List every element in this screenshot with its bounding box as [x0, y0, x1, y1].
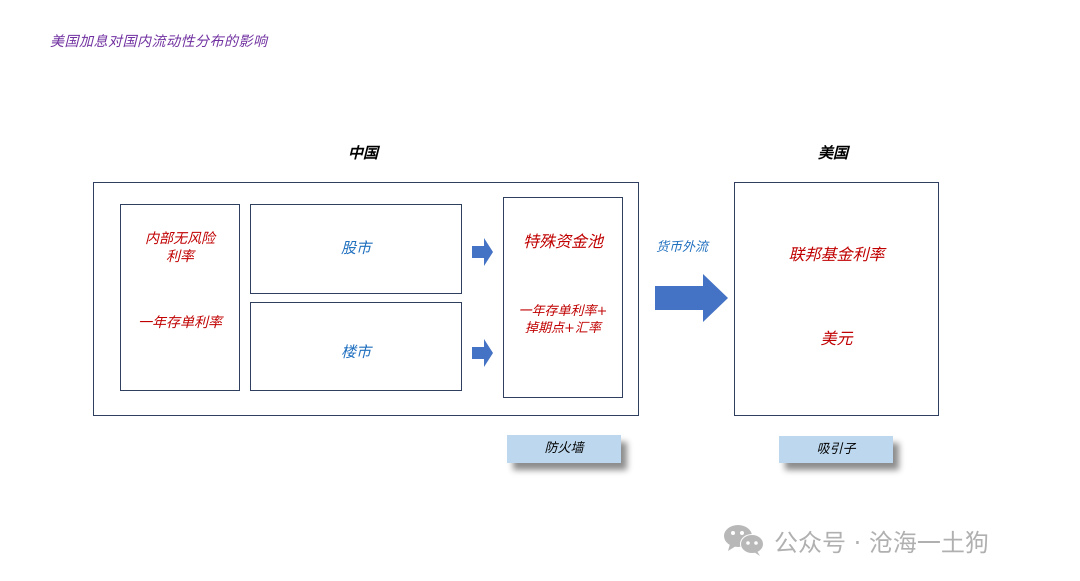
firewall-tag: 防火墙: [507, 435, 621, 463]
risk-free-rate-label-line2: 利率: [166, 249, 194, 265]
property-to-pool-arrow-icon: [472, 339, 494, 367]
domestic-rates-box: 内部无风险 利率 一年存单利率: [120, 204, 240, 391]
capital-outflow-arrow-icon: [655, 274, 729, 322]
us-box: 联邦基金利率 美元: [734, 182, 939, 416]
capital-outflow-label: 货币外流: [656, 240, 709, 255]
footer-watermark: 公众号 · 沧海一土狗: [722, 522, 989, 558]
risk-free-rate-label-line1: 内部无风险: [145, 231, 215, 247]
special-fund-pool-title: 特殊资金池: [522, 232, 603, 251]
stock-market-label: 股市: [340, 239, 371, 257]
fed-funds-rate-label: 联邦基金利率: [788, 245, 885, 264]
diagram-title: 美国加息对国内流动性分布的影响: [50, 34, 268, 50]
china-label: 中国: [347, 144, 378, 162]
attractor-tag: 吸引子: [779, 436, 893, 463]
special-pool-formula-line2: 掉期点+汇率: [525, 321, 601, 336]
footer-account-name: 公众号 · 沧海一土狗: [774, 528, 989, 557]
one-year-cd-rate-label: 一年存单利率: [138, 315, 222, 331]
property-market-label: 楼市: [340, 343, 371, 361]
special-pool-formula-line1: 一年存单利率+: [518, 304, 608, 319]
stock-market-box: 股市: [250, 204, 462, 294]
property-market-box: 楼市: [250, 302, 462, 391]
special-fund-pool-box: 特殊资金池 一年存单利率+ 掉期点+汇率: [503, 197, 623, 398]
wechat-icon: [722, 523, 766, 557]
stock-to-pool-arrow-icon: [472, 238, 494, 266]
us-label: 美国: [817, 144, 848, 162]
usd-label: 美元: [820, 329, 853, 348]
